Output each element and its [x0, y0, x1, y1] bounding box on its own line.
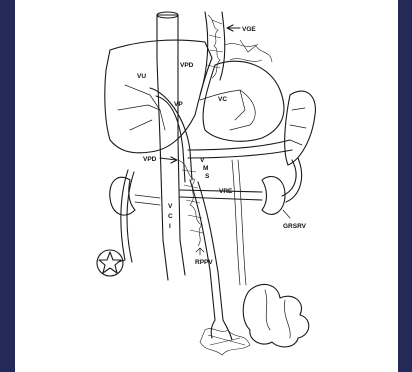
- label-vre: VRE: [219, 188, 233, 195]
- spleen: [285, 91, 316, 165]
- esophagus: [200, 12, 225, 95]
- umbilicus-star: [99, 252, 121, 273]
- label-vu: VU: [137, 73, 146, 80]
- label-vpd-left: VPD: [143, 156, 157, 163]
- mesenteric-vein: [190, 180, 223, 320]
- sigmoid-colon: [243, 284, 309, 346]
- rectal-plexus: [200, 329, 250, 355]
- retroperitoneal-collaterals: [178, 160, 203, 246]
- label-s: S: [205, 173, 210, 180]
- label-vp: VP: [174, 101, 183, 108]
- grsrv-pointer: [283, 210, 290, 218]
- colon-haustra: [265, 290, 290, 338]
- label-vge: VGE: [242, 26, 256, 33]
- label-vc: VC: [218, 96, 227, 103]
- label-rppv: RPPV: [195, 259, 213, 266]
- right-collateral: [118, 170, 134, 262]
- inferior-vena-cava: [157, 15, 185, 280]
- spleen-vessels: [290, 108, 306, 145]
- label-vpd-top: VPD: [180, 62, 194, 69]
- coronary-vein: [200, 90, 255, 130]
- inferior-mesenteric-vein: [232, 160, 246, 285]
- portal-vein: [150, 88, 192, 182]
- label-vci-c: C: [168, 213, 173, 220]
- right-renal-vein: [135, 195, 160, 205]
- left-kidney: [262, 176, 285, 214]
- label-m: M: [203, 165, 208, 172]
- rppv-pointer: [196, 248, 204, 255]
- umbilicus-circle: [97, 250, 123, 276]
- splenic-vein: [188, 140, 292, 158]
- stomach-outline: [203, 61, 284, 141]
- label-vci-v: V: [168, 203, 173, 210]
- label-v: V: [200, 157, 205, 164]
- label-grsrv: GRSRV: [283, 223, 307, 230]
- label-vci-i: I: [169, 223, 171, 230]
